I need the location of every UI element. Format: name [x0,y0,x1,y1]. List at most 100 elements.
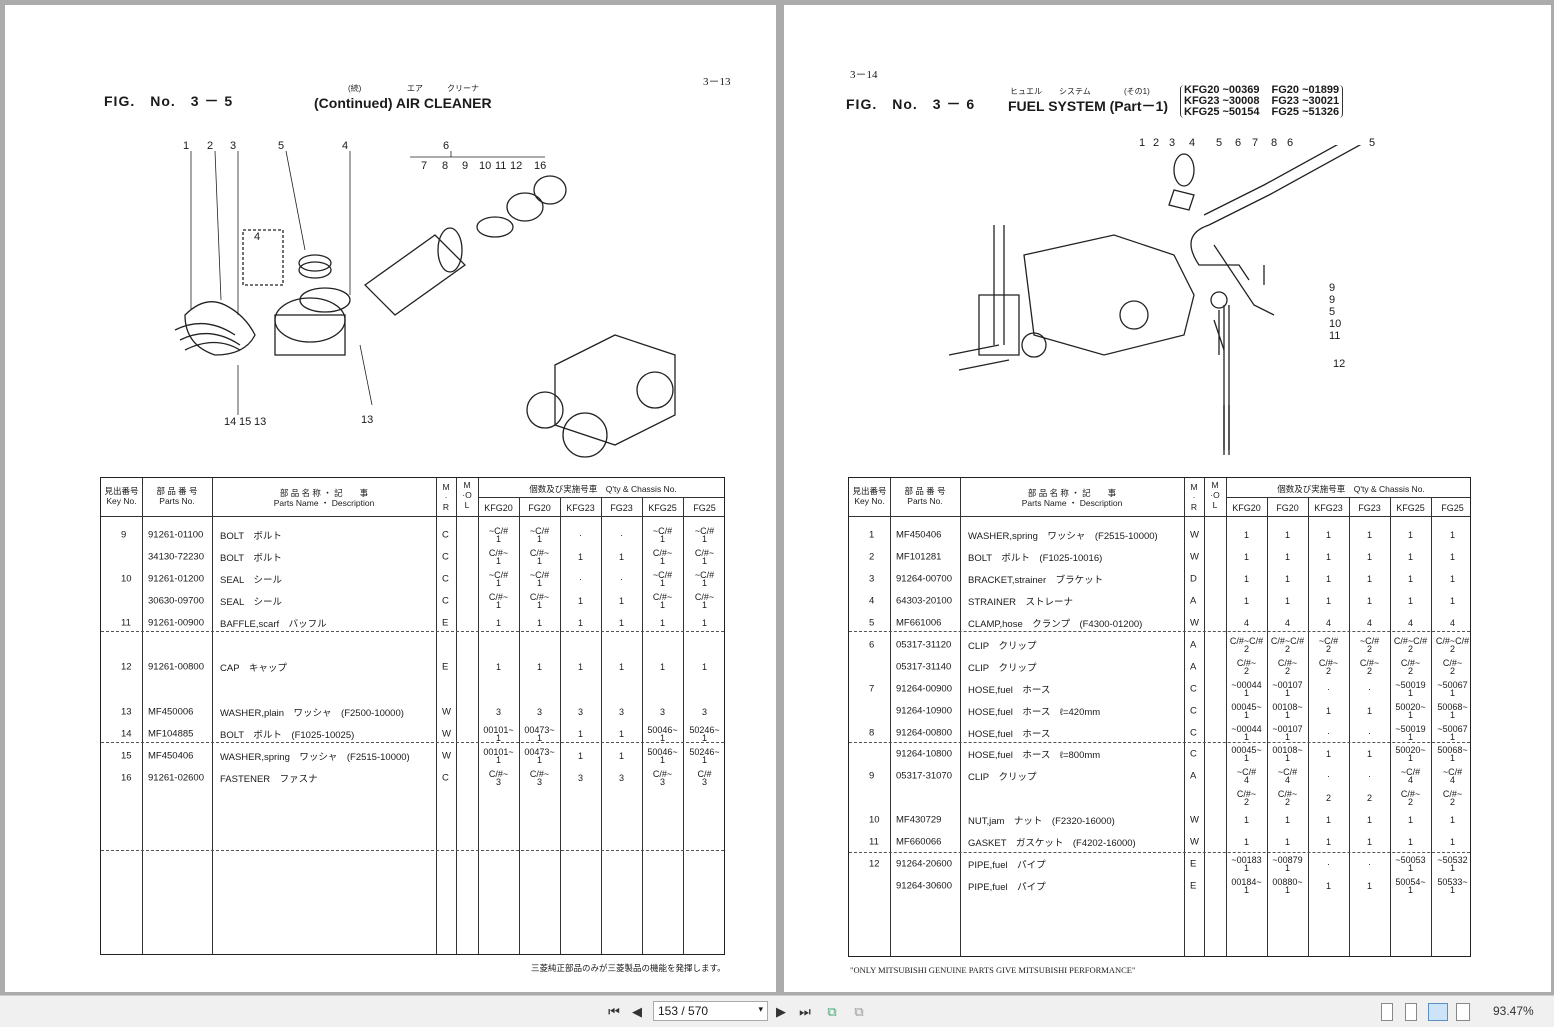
qty-value: 1 [1407,596,1413,606]
qty-value: 50054~ 1 [1395,877,1426,895]
qty-value: 1 [1325,815,1331,825]
part-no: 05317-31120 [896,639,952,651]
qty-value: 1 [618,596,624,606]
mr-code: C [442,573,449,585]
qty-value: 3 [659,707,665,717]
qty-value: C/#~ 3 [652,769,673,787]
zoom-level[interactable]: 93.47% [1493,1004,1534,1018]
row-separator [849,852,1470,853]
previous-page-icon[interactable]: ◀ [632,1004,642,1019]
qty-value: · [620,574,623,584]
callout-number: 13 [361,414,374,426]
part-name: HOSE,fuel ホース [968,729,1051,740]
qty-value: 1 [1449,837,1455,847]
extract-icon[interactable]: ⧉ [854,1004,864,1019]
qty-value: 4 [1284,618,1290,628]
single-page-view-icon[interactable] [1381,1003,1393,1021]
callout-number: 9 [1329,282,1336,294]
mr-code: A [1190,595,1197,607]
part-no: MF430729 [896,814,942,826]
qty-value: 3 [701,707,707,717]
part-name: PIPE,fuel パイプ [968,860,1046,871]
callout-number: 10 [1329,318,1342,330]
qty-value: 1 [577,662,583,672]
qty-value: C/#~ 2 [1277,658,1298,676]
callout-number: 9 [462,160,469,172]
qty-value: 1 [1325,530,1331,540]
qty-value: 1 [1366,749,1372,759]
qty-value: 1 [701,662,707,672]
title-ruby: ヒュエル [1010,87,1042,96]
qty-value: 1 [1366,530,1372,540]
qty-value: 3 [577,773,583,783]
qty-value: ~C/# 1 [488,526,509,544]
column-divider [960,478,961,956]
qty-value: 3 [536,707,542,717]
qty-value: 1 [577,729,583,739]
qty-value: 3 [618,707,624,717]
two-page-continuous-icon[interactable] [1456,1003,1470,1021]
mr-code: C [442,529,449,541]
callout-number: 6 [1235,137,1242,149]
document-page-left: 3－13 FIG. No. 3 － 5 (続) エア クリーナ (Continu… [5,5,776,992]
callout-number: 2 [207,140,214,152]
chevron-down-icon[interactable]: ▾ [758,1004,763,1014]
header-model: KFG20 [484,503,513,513]
figure-number: FIG. No. 3 － 5 [104,93,234,109]
mr-code: E [1190,858,1197,870]
header-divider [1226,497,1470,498]
qty-value: 1 [659,618,665,628]
key-no: 14 [121,728,132,740]
mr-code: A [1190,639,1197,651]
callout-number: 4 [1189,137,1196,149]
column-divider [1349,497,1350,956]
qty-value: 1 [536,618,542,628]
mr-code: W [1190,836,1199,848]
qty-value: 1 [1325,574,1331,584]
part-name: GASKET ガスケット (F4202-16000) [968,838,1136,849]
callout-number: 5 [1329,306,1336,318]
qty-value: 1 [701,618,707,628]
page-number-field[interactable]: 153 / 570▾ [653,1001,768,1021]
header-model: KFG25 [1396,503,1425,513]
callout-number: 6 [1287,137,1294,149]
mr-code: C [1190,727,1197,739]
key-no: 10 [869,814,880,826]
figure-number: FIG. No. 3 － 6 [846,96,976,112]
part-name: HOSE,fuel ホース ℓ=800mm [968,750,1101,761]
qty-value: · [1368,859,1371,869]
header-model: KFG20 [1232,503,1261,513]
footer-note: "ONLY MITSUBISHI GENUINE PARTS GIVE MITS… [850,965,1136,975]
qty-value: 1 [577,596,583,606]
qty-value: 1 [1325,749,1331,759]
key-no: 15 [121,750,132,762]
callout-number: 11 [1329,330,1341,342]
callout-number: 15 [239,416,252,428]
next-page-icon[interactable]: ▶ [776,1004,786,1019]
qty-value: ~00879 1 [1272,855,1303,873]
document-page-right: 3－14 FIG. No. 3 － 6 ヒュエル システム (その1) FUEL… [784,5,1551,992]
key-no: 3 [869,573,875,585]
two-page-view-icon[interactable] [1428,1003,1448,1021]
qty-value: 50246~ 1 [689,725,720,743]
qty-value: C/#~ 1 [652,548,673,566]
qty-value: 1 [1325,881,1331,891]
qty-value: 1 [1243,837,1249,847]
qty-value: C/#~ 1 [529,592,550,610]
qty-value: ~00044 1 [1231,680,1262,698]
title-ruby: システム [1059,87,1091,96]
qty-value: C/#~ 2 [1400,789,1421,807]
mr-code: W [1190,617,1199,629]
rotate-icon[interactable]: ⧉ [827,1004,837,1019]
last-page-icon[interactable]: ⏭ [799,1004,811,1019]
qty-value: ~00107 1 [1272,680,1303,698]
qty-value: 1 [1325,706,1331,716]
qty-value: · [1327,771,1330,781]
mr-code: A [1190,770,1197,782]
callout-number: 10 [479,160,492,172]
continuous-view-icon[interactable] [1405,1003,1417,1021]
part-no: 91264-00800 [896,727,952,739]
first-page-icon[interactable]: ⏮ [608,1004,620,1019]
part-name: BRACKET,strainer ブラケット [968,575,1104,586]
part-no: MF661006 [896,617,942,629]
